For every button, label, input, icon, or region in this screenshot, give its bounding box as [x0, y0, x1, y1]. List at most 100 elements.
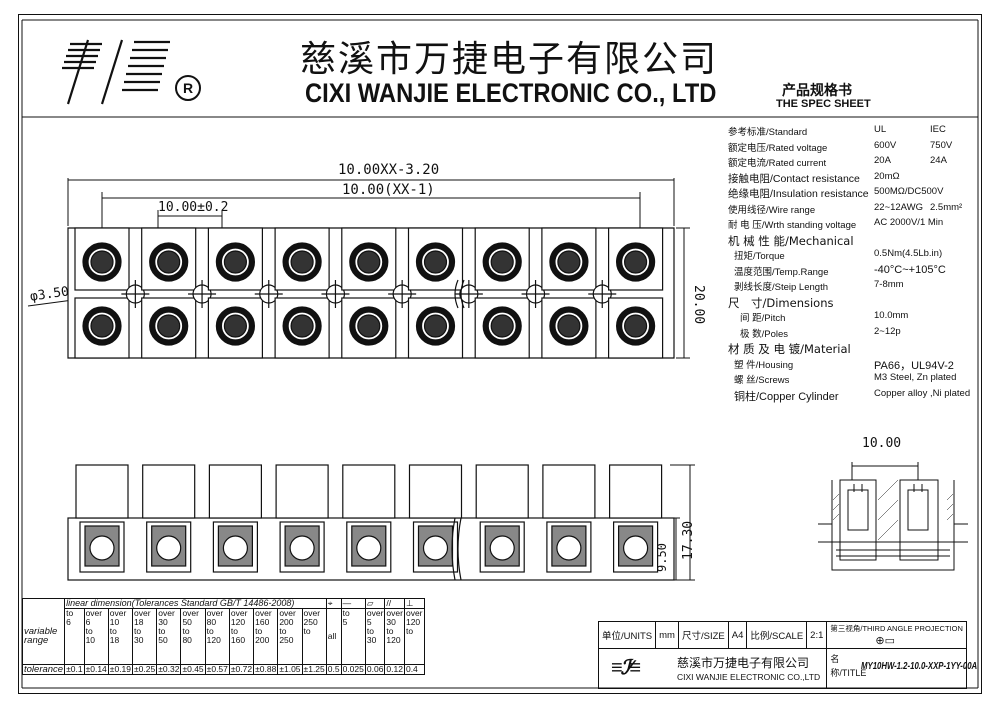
value-cell: ±0.32: [156, 664, 182, 675]
drawing-frame: [18, 14, 982, 694]
geo-value-cell: 0.025: [340, 664, 366, 675]
size-value: A4: [727, 621, 748, 649]
screw-head: [357, 314, 381, 338]
screw-head: [290, 314, 314, 338]
screw-head: [623, 314, 648, 338]
screw-head: [90, 314, 114, 338]
geo-symbol: //: [384, 598, 405, 609]
value-cell: ±0.88: [253, 664, 279, 675]
break-mark: [454, 279, 465, 309]
range-cell: over 120 to 160: [228, 608, 255, 665]
value-cell: ±0.19: [107, 664, 134, 675]
size-label: 尺寸/SIZE: [677, 621, 729, 649]
wire-hole: [356, 535, 382, 561]
spec-row: 温度范围/Temp.Range-40°C~+105°C: [734, 263, 946, 278]
geo-symbol: ⌖: [325, 598, 342, 609]
front-tower: [142, 464, 196, 519]
range-cell: over 50 to 80: [180, 608, 206, 665]
screw-head: [423, 314, 448, 338]
title-block: 单位/UNITS mm 尺寸/SIZE A4 比例/SCALE 2:1 第三视角…: [597, 621, 978, 689]
geo-value-cell: 0.4: [403, 664, 425, 675]
range-cell: over 18 to 30: [132, 608, 158, 665]
value-cell: ±0.14: [83, 664, 109, 675]
screw-head: [557, 314, 581, 338]
geo-value-cell: 0.12: [384, 664, 405, 675]
units-label: 单位/UNITS: [597, 621, 657, 649]
screw-head: [423, 250, 448, 274]
value-cell: ±1.25: [301, 664, 327, 675]
geo-value-cell: 0.06: [364, 664, 386, 675]
dim-pitch-total: 10.00(XX-1): [342, 182, 435, 198]
wire-hole: [556, 535, 582, 561]
range-cell: over 80 to 120: [204, 608, 230, 665]
screw-head: [290, 250, 314, 274]
wire-hole: [289, 535, 315, 561]
dim-front-base: 9.50: [655, 543, 669, 572]
value-cell: ±0.25: [132, 664, 158, 675]
company-name-en: CIXI WANJIE ELECTRONIC CO., LTD: [305, 78, 717, 108]
wire-hole: [156, 535, 182, 561]
front-tower: [275, 464, 329, 519]
geo-range-cell: over 30 to 120: [384, 608, 405, 665]
dim-total-length: 10.00XX-3.20: [338, 162, 440, 178]
screw-head: [223, 314, 247, 338]
value-cell: ±0.1: [64, 664, 85, 675]
projection-label: 第三视角/THIRD ANGLE PROJECTION⊕▭: [826, 621, 967, 649]
range-cell: over 30 to 50: [156, 608, 182, 665]
wire-hole: [422, 535, 449, 561]
wire-hole: [489, 535, 515, 561]
range-cell: to 6: [64, 608, 85, 665]
part-number: MY10HW-1.2-10.0-XXP-1YY-00A: [861, 661, 978, 672]
dim-front-height: 17.30: [681, 520, 696, 560]
projection-icon: ⊕▭: [875, 635, 895, 647]
geo-range-cell: to 5: [340, 608, 366, 665]
geo-symbol: ▱: [364, 598, 386, 609]
section-mechanical: 机 械 性 能/Mechanical: [728, 233, 854, 248]
company-name-cn: 慈溪市万捷电子有限公司: [300, 39, 719, 80]
wire-hole: [89, 535, 115, 561]
screw-head: [490, 314, 514, 338]
units-value: mm: [655, 621, 679, 649]
front-tower: [542, 464, 596, 519]
front-tower: [608, 464, 663, 519]
range-cell: over 10 to 18: [107, 608, 134, 665]
sheet-title-cn: 产品规格书: [782, 83, 852, 99]
wanjie-logo: [62, 39, 170, 105]
wire-hole: [222, 535, 248, 561]
title-block-company: ≡ℐ∕≡ 慈溪市万捷电子有限公司 CIXI WANJIE ELECTRONIC …: [597, 648, 828, 689]
value-cell: ±0.45: [180, 664, 206, 675]
scale-value: 2:1: [806, 621, 828, 649]
screw-head: [90, 250, 114, 274]
section-dimensions: 尺 寸/Dimensions: [728, 295, 834, 310]
front-tower: [475, 464, 529, 519]
side-section-drawing: [818, 462, 968, 571]
tolerance-heading: linear dimension(Tolerances Standard GB/…: [64, 598, 327, 609]
tolerance-label: tolerance: [21, 664, 66, 675]
geo-range-cell: over 5 to 30: [364, 608, 386, 665]
screw-head: [157, 250, 181, 274]
screw-head: [223, 250, 247, 274]
variable-range-label: variable range: [21, 608, 66, 665]
geo-symbol: —: [340, 598, 366, 609]
title-block-logo-icon: ≡ℐ∕≡: [611, 657, 641, 679]
range-cell: over 160 to 200: [253, 608, 279, 665]
screw-head: [490, 250, 514, 274]
front-break-mark: [451, 517, 462, 581]
